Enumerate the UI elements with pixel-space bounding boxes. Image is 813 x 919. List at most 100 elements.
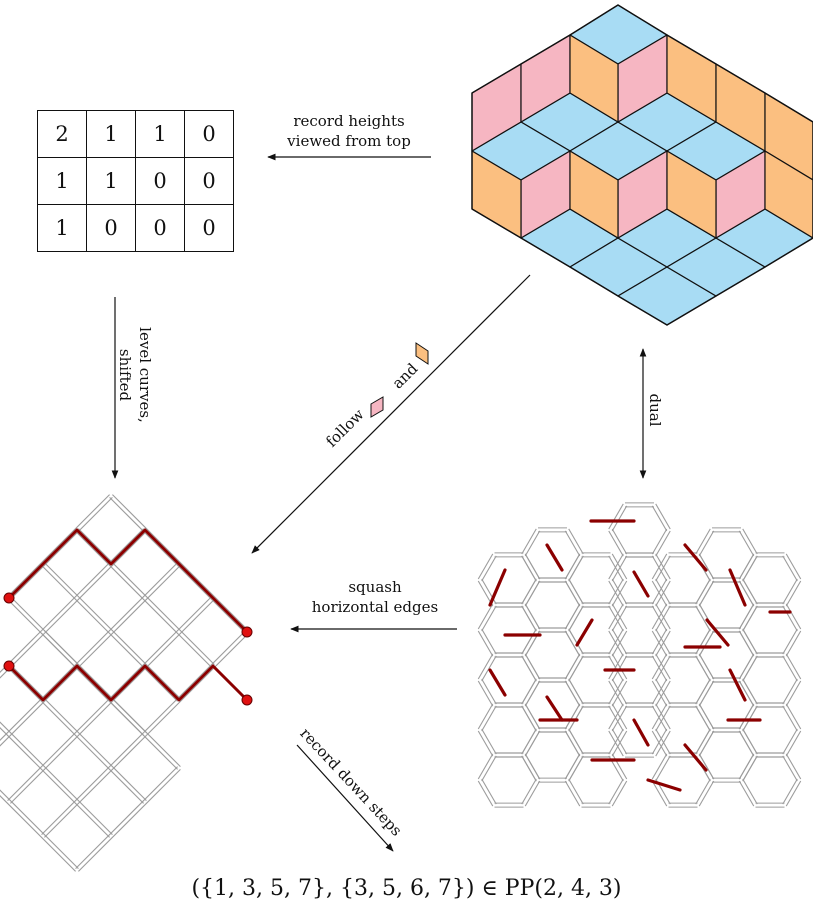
hex-edge <box>782 705 798 732</box>
matrix-cell: 1 <box>86 110 136 158</box>
lattice-path-lower <box>7 664 249 702</box>
label-line: viewed from top <box>287 132 411 150</box>
path-endpoints <box>3 592 253 706</box>
hex-edge <box>611 780 628 807</box>
hex-edge <box>651 753 668 780</box>
hex-edge <box>568 755 584 782</box>
hex-edge <box>742 555 758 582</box>
grid-line <box>44 735 147 838</box>
hex-edge <box>655 555 671 582</box>
cube-outline <box>471 4 813 326</box>
hex-edge <box>568 555 584 582</box>
hex-edge <box>655 653 671 680</box>
cube-face <box>569 150 619 239</box>
hex-edge <box>568 578 584 605</box>
grid-line <box>44 531 147 634</box>
hex-edge <box>524 780 541 807</box>
hex-edge <box>738 530 755 557</box>
hex-edge <box>611 605 628 632</box>
grid-line <box>0 667 79 747</box>
matrix-cell: 0 <box>86 204 136 252</box>
label-squash: squash horizontal edges <box>290 577 460 617</box>
grid-line <box>0 789 79 869</box>
hex-edge <box>738 680 755 707</box>
grid-line <box>10 701 113 804</box>
grid-line <box>112 599 215 702</box>
label-level-curves: level curves, shifted <box>115 305 155 445</box>
matrix-cell: 0 <box>184 110 234 158</box>
hex-edge <box>611 730 628 757</box>
hex-edge <box>655 628 671 655</box>
dimer-edge <box>728 568 747 607</box>
hex-edge <box>695 778 711 805</box>
hex-edge <box>481 605 497 632</box>
hex-edge <box>782 755 798 782</box>
hex-edge <box>564 730 581 757</box>
grid-line <box>0 795 76 872</box>
grid-line <box>78 565 181 668</box>
hex-edge <box>695 655 711 682</box>
hex-edge <box>738 553 755 580</box>
hex-edge <box>698 780 715 807</box>
hex-edge <box>608 553 624 580</box>
hex-edge <box>738 780 755 807</box>
hex-edge <box>477 703 494 730</box>
hex-edge <box>611 505 628 532</box>
grid-line <box>143 630 246 733</box>
grid-line <box>75 766 178 869</box>
hex-edge <box>782 678 798 705</box>
hex-edge <box>655 630 671 657</box>
grid-line <box>41 732 144 835</box>
matrix-row: 1 0 0 0 <box>37 204 234 252</box>
hex-edge <box>651 553 668 580</box>
hex-edge <box>655 553 671 580</box>
hex-edge <box>564 580 581 607</box>
hex-edge <box>481 755 497 782</box>
hex-edge <box>524 753 541 780</box>
matrix-row: 1 1 0 0 <box>37 157 234 205</box>
hex-edge <box>695 705 711 732</box>
hex-edge <box>738 653 755 680</box>
hex-edge <box>651 628 668 655</box>
hex-edge <box>782 555 798 582</box>
hex-edge <box>742 628 758 655</box>
hex-edge <box>568 678 584 705</box>
dimer-edge <box>705 618 730 647</box>
matrix-cell: 1 <box>37 204 87 252</box>
matrix-cell: 1 <box>37 157 87 205</box>
hex-edge <box>564 753 581 780</box>
hex-edge <box>738 730 755 757</box>
hex-edge <box>477 780 494 807</box>
hex-edge <box>698 680 715 707</box>
hex-edge <box>524 580 541 607</box>
dimer-edge <box>632 570 650 598</box>
hex-edge <box>695 728 711 755</box>
hex-edge <box>611 578 628 605</box>
hex-edge <box>608 580 624 607</box>
hex-edge <box>651 630 668 657</box>
orange-rhombus-icon <box>415 342 429 365</box>
grid-line <box>44 562 181 699</box>
matrix-cell: 2 <box>37 110 87 158</box>
hex-edge <box>651 605 668 632</box>
grid-line <box>7 698 110 801</box>
hex-edge <box>651 528 668 555</box>
hex-edge <box>564 680 581 707</box>
grid-line <box>7 494 110 597</box>
hex-edge <box>608 653 624 680</box>
hex-edge <box>655 680 671 707</box>
lattice-paths-diagram <box>0 494 253 872</box>
height-matrix: 2 1 1 0 1 1 0 0 1 0 0 0 <box>37 110 234 252</box>
hex-edge <box>695 528 711 555</box>
grid-line <box>75 562 178 665</box>
hex-edge <box>655 503 671 530</box>
grid-line <box>146 633 249 736</box>
grid-line <box>112 494 249 631</box>
label-line: level curves, <box>136 327 154 423</box>
path-endpoint <box>3 592 15 604</box>
hex-edge <box>477 603 494 630</box>
hex-edge <box>611 753 628 780</box>
hex-edge <box>698 753 715 780</box>
hex-edge <box>698 553 715 580</box>
hex-edge <box>655 580 671 607</box>
